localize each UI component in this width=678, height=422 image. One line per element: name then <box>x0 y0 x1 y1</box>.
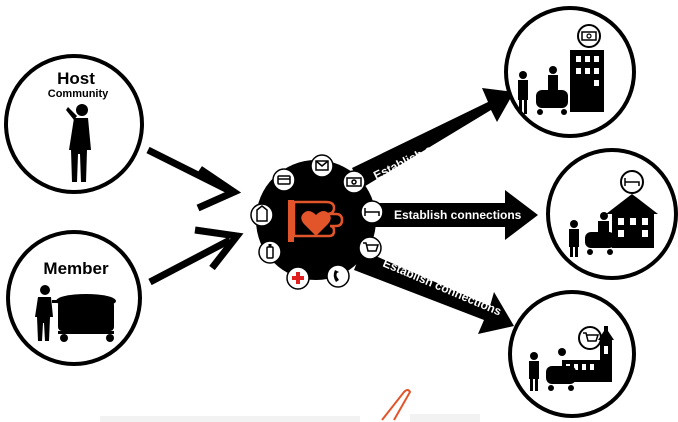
member-node: Member <box>6 230 142 366</box>
destination-house <box>546 148 678 280</box>
hub <box>250 154 384 290</box>
people-with-cart-icon-3 <box>529 348 576 391</box>
host-subtitle: Community <box>48 88 109 100</box>
destination-office <box>504 6 636 138</box>
phone-icon <box>326 264 350 288</box>
house-icon <box>606 194 658 248</box>
host-community-node: Host Community <box>4 54 144 194</box>
connection-arrow-1: Establish connections <box>352 88 514 188</box>
destination-church <box>508 290 636 418</box>
connection-label-2: Establish connections <box>394 208 522 222</box>
connection-arrow-3: Establish connections <box>354 250 514 334</box>
connection-arrow-2: Establish connections <box>370 190 538 240</box>
connection-label-1: Establish connections <box>371 114 492 183</box>
people-with-cart-icon <box>518 66 568 115</box>
money-icon <box>342 170 366 194</box>
bottom-decoration <box>100 389 480 422</box>
person-with-cart-icon <box>35 285 116 342</box>
member-title: Member <box>43 259 109 278</box>
building-icon <box>250 203 274 227</box>
bottle-icon <box>258 240 282 264</box>
heart-in-hand-icon <box>288 200 344 242</box>
pay-card-icon <box>272 168 296 192</box>
input-arrow-member <box>148 226 244 286</box>
ring-icons <box>250 154 384 290</box>
person-phone-icon <box>66 104 91 182</box>
people-with-cart-icon-2 <box>569 212 615 257</box>
destination-money-icon <box>577 24 601 48</box>
office-building-icon <box>570 50 604 112</box>
input-arrow-host <box>146 146 242 212</box>
host-title: Host <box>57 69 95 88</box>
